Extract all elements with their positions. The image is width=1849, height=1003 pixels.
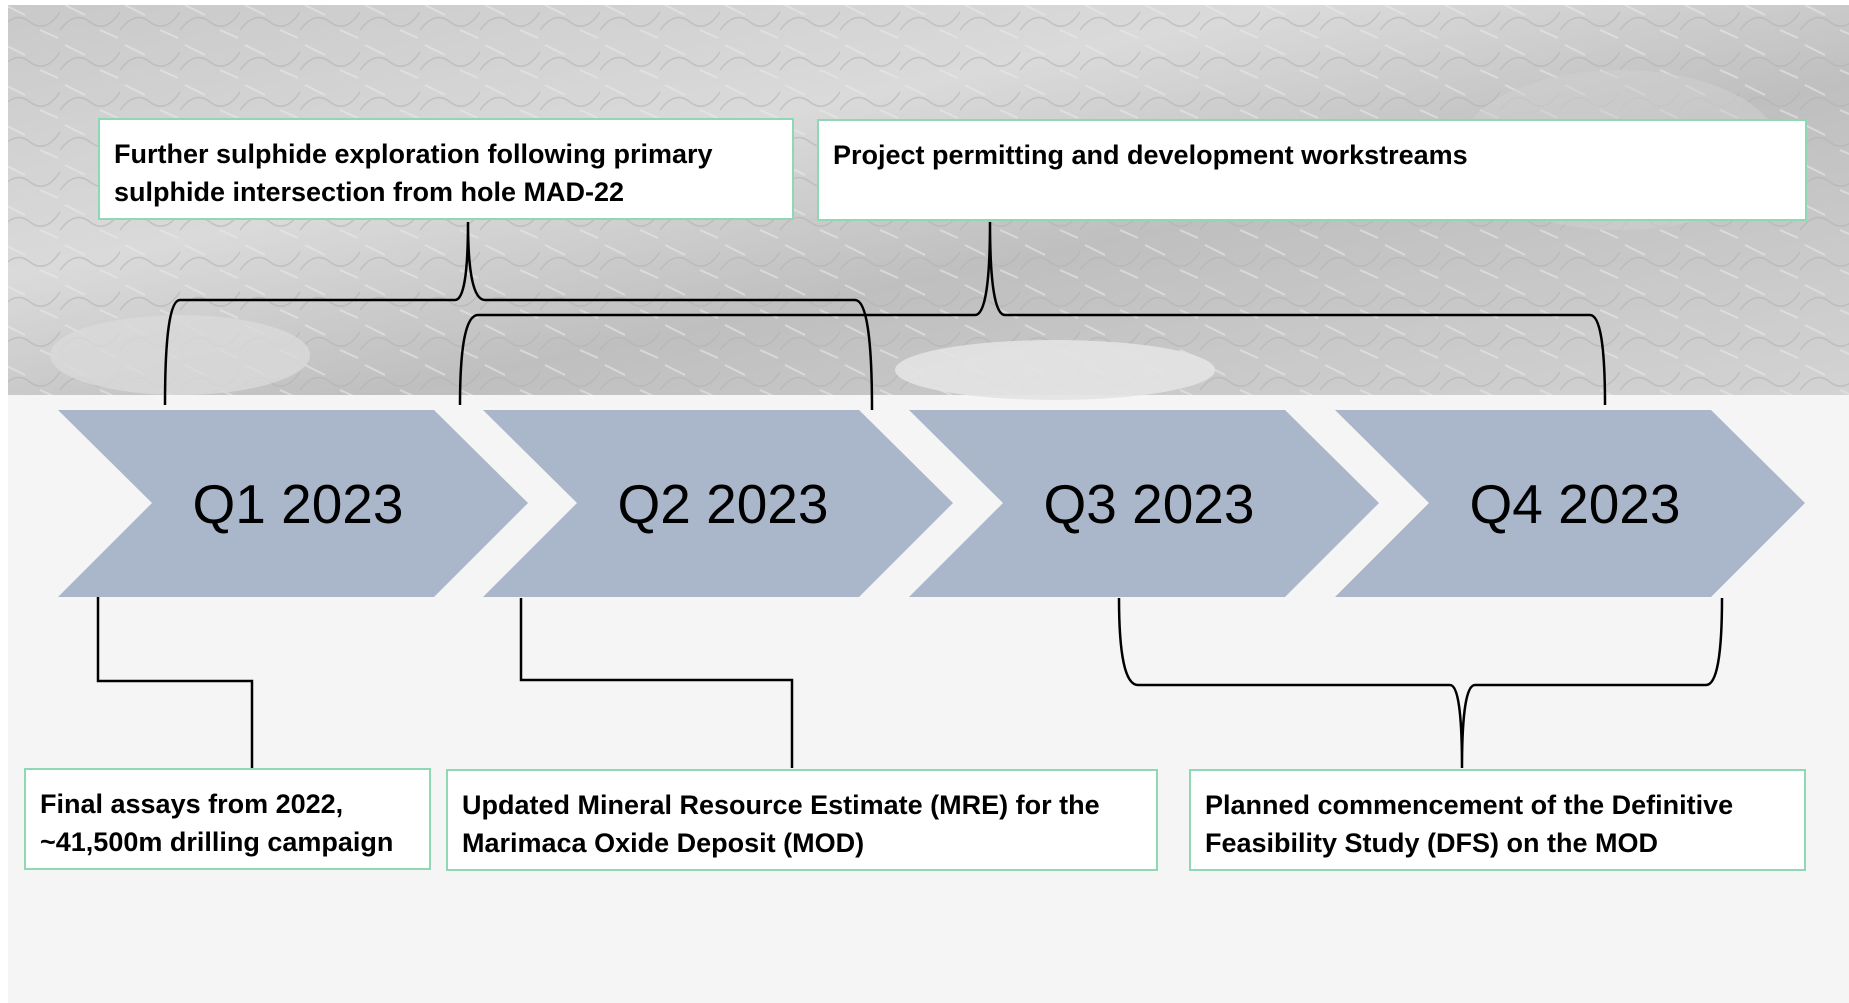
bottom-box-line: Updated Mineral Resource Estimate (MRE) … bbox=[462, 790, 1100, 820]
mre-connector bbox=[519, 598, 794, 768]
bottom-box-line: Feasibility Study (DFS) on the MOD bbox=[1205, 828, 1659, 858]
top-box-line: sulphide intersection from hole MAD-22 bbox=[114, 177, 625, 207]
bottom-box-line: ~41,500m drilling campaign bbox=[40, 827, 394, 857]
chevron-q2 bbox=[483, 410, 953, 597]
connectors bbox=[96, 221, 1724, 769]
bottom-box-final-assays: Final assays from 2022, ~41,500m drillin… bbox=[24, 768, 431, 870]
dfs-bracket bbox=[1117, 597, 1724, 769]
quarter-label: Q4 2023 bbox=[1469, 473, 1680, 535]
quarter-label: Q2 2023 bbox=[617, 473, 828, 535]
top-box-permitting: Project permitting and development works… bbox=[817, 119, 1807, 221]
chevron-q3 bbox=[909, 410, 1379, 597]
top-box-line: Further sulphide exploration following p… bbox=[114, 139, 713, 169]
top-box-line: Project permitting and development works… bbox=[833, 140, 1468, 170]
permitting-bracket bbox=[458, 221, 1607, 406]
bottom-box-line: Marimaca Oxide Deposit (MOD) bbox=[462, 828, 865, 858]
bottom-box-line: Planned commencement of the Definitive bbox=[1205, 790, 1734, 820]
chevron-q4 bbox=[1335, 410, 1805, 597]
bottom-box-dfs: Planned commencement of the Definitive F… bbox=[1189, 769, 1806, 871]
sulphide-bracket bbox=[163, 221, 874, 411]
bottom-box-mre: Updated Mineral Resource Estimate (MRE) … bbox=[446, 769, 1158, 871]
quarter-label: Q1 2023 bbox=[192, 473, 403, 535]
quarter-chevrons: Q1 2023 Q2 2023 Q3 2023 Q4 2023 bbox=[58, 410, 1805, 597]
chevron-q1 bbox=[58, 410, 528, 597]
top-box-sulphide-exploration: Further sulphide exploration following p… bbox=[98, 118, 794, 220]
quarter-label: Q3 2023 bbox=[1043, 473, 1254, 535]
assays-connector bbox=[96, 597, 254, 768]
bottom-box-line: Final assays from 2022, bbox=[40, 789, 344, 819]
